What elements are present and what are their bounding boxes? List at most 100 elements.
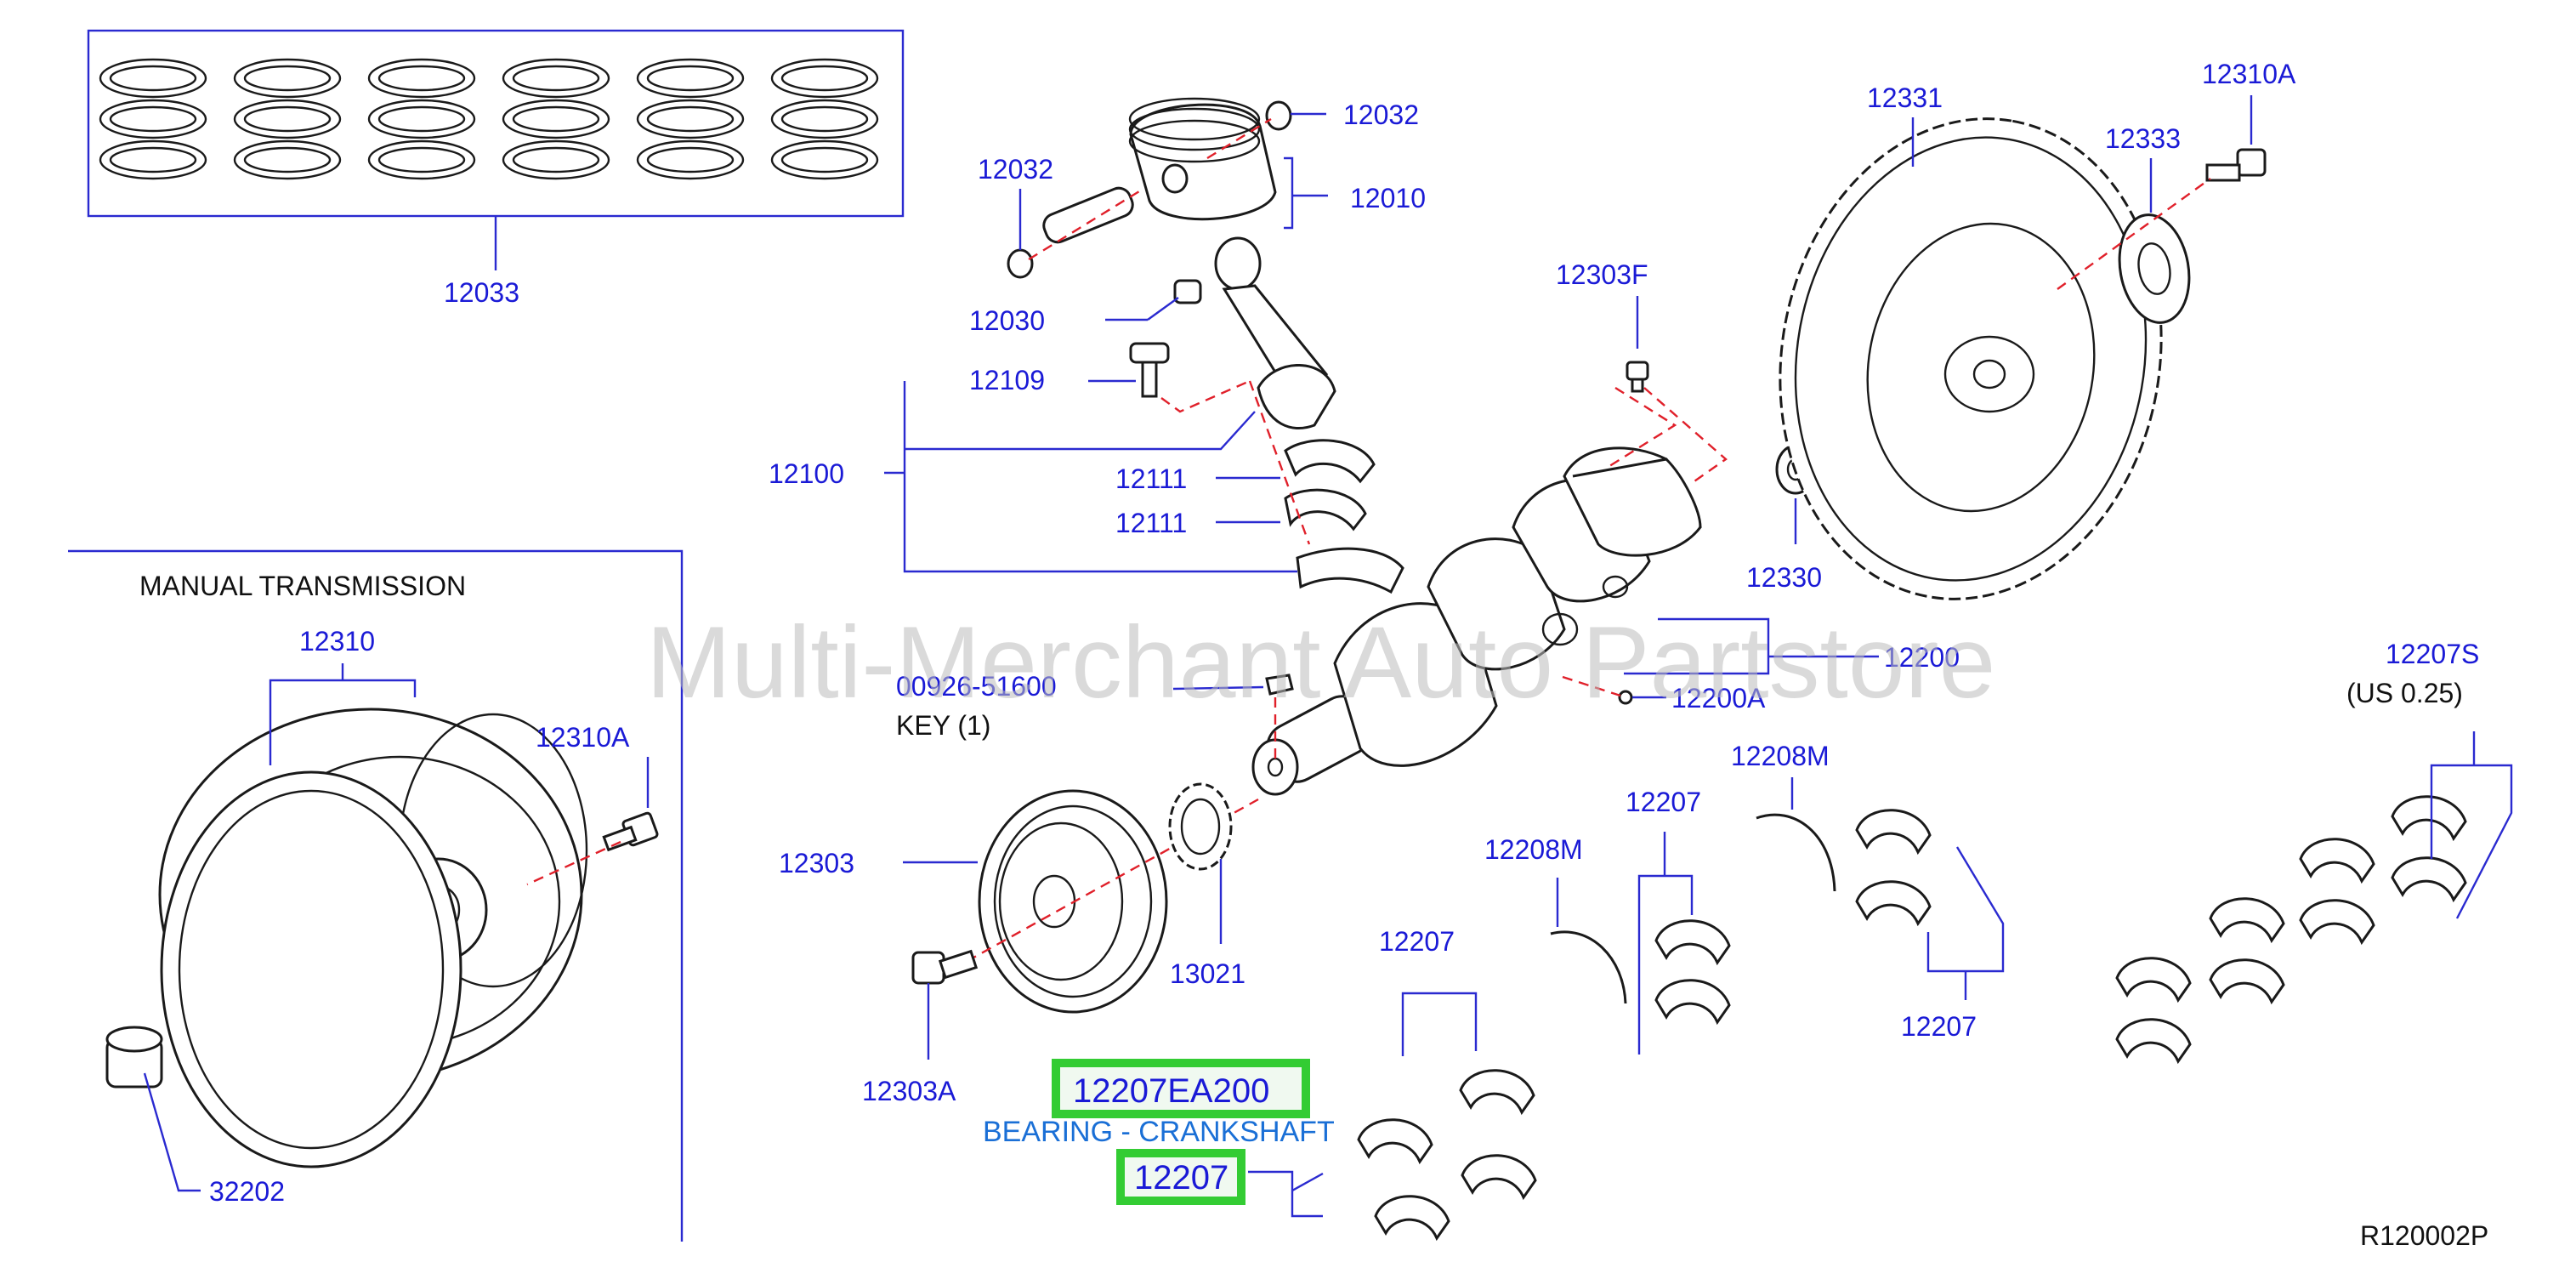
callout-pilot-bearing[interactable]: 32202	[209, 1176, 285, 1207]
crank-plug[interactable]	[1618, 690, 1633, 705]
piston-ring-inner	[646, 146, 735, 173]
pulley-bolt[interactable]	[911, 949, 979, 985]
callout-flywheel-bolt-manual[interactable]: 12310A	[536, 722, 630, 753]
callout-reinforcement[interactable]: 12333	[2105, 123, 2181, 154]
callout-main-bearing-c[interactable]: 12207	[1901, 1011, 1977, 1042]
callout-pilot-bushing[interactable]: 12330	[1746, 562, 1822, 593]
piston-ring	[367, 58, 476, 99]
piston-ring-inner	[109, 146, 197, 173]
callout-pulley[interactable]: 12303	[779, 848, 854, 878]
callout-snap-ring-top[interactable]: 12032	[1343, 99, 1419, 130]
main-bearing-shell[interactable]	[1461, 1154, 1537, 1201]
callout-pilot-bolt[interactable]: 12303F	[1556, 259, 1648, 290]
crank-sprocket[interactable]	[1168, 782, 1233, 871]
piston-ring	[99, 139, 207, 180]
crankshaft[interactable]	[1251, 446, 1702, 796]
rod-cap[interactable]	[1296, 547, 1404, 594]
piston-ring-inner	[109, 105, 197, 133]
callout-rod-bearing-2[interactable]: 12111	[1115, 508, 1187, 538]
callout-key-part[interactable]: 00926-51600	[896, 671, 1057, 702]
main-bearing-shell[interactable]	[1459, 1069, 1535, 1116]
flywheel-bolt-manual[interactable]	[602, 811, 659, 852]
main-bearing-shell[interactable]	[2391, 856, 2467, 903]
main-bearing-shell[interactable]	[1855, 809, 1932, 856]
piston-ring	[367, 99, 476, 139]
callout-snap-ring-left[interactable]: 12032	[978, 154, 1053, 185]
main-bearing-shell[interactable]	[2115, 957, 2192, 1003]
callout-thrust-mid[interactable]: 12208M	[1484, 834, 1583, 865]
main-bearing-shell[interactable]	[1654, 919, 1731, 966]
main-bearing-shell[interactable]	[2299, 838, 2375, 884]
main-bearing-shell[interactable]	[1855, 880, 1932, 927]
drive-plate[interactable]	[1743, 88, 2199, 629]
highlighted-part[interactable]: 12207EA200 BEARING - CRANKSHAFT 12207	[983, 1059, 1335, 1205]
piston-ring	[367, 139, 476, 180]
thrust-washer-mid[interactable]	[1550, 930, 1627, 1004]
callout-connecting-rod[interactable]: 12100	[769, 458, 844, 489]
main-bearing-shell[interactable]	[2391, 795, 2467, 842]
piston-ring	[502, 139, 610, 180]
callout-flywheel-bolt-auto[interactable]: 12310A	[2202, 59, 2296, 89]
manual-transmission-section: MANUAL TRANSMISSION 12310 12310A 322	[68, 549, 684, 1242]
callout-rod-bearing-1[interactable]: 12111	[1115, 463, 1187, 494]
undersize-note: (US 0.25)	[2346, 678, 2463, 708]
piston-ring-set[interactable]: 12033	[87, 29, 905, 308]
piston-ring	[770, 58, 879, 99]
piston-ring-inner	[646, 105, 735, 133]
piston-ring-inner	[109, 65, 197, 92]
piston-ring	[233, 58, 342, 99]
highlight-part-number[interactable]: 12207EA200	[1073, 1072, 1269, 1110]
piston-ring-inner	[512, 65, 600, 92]
connecting-rod[interactable]	[1129, 236, 1336, 429]
rod-bearing-upper[interactable]	[1284, 439, 1376, 484]
thrust-washer-top[interactable]	[1756, 813, 1836, 892]
main-bearing-shell[interactable]	[2115, 1018, 2192, 1065]
main-bearing-shell[interactable]	[1374, 1195, 1450, 1242]
callout-crankshaft[interactable]: 12200	[1884, 642, 1960, 673]
callout-main-bearing-a[interactable]: 12207	[1626, 787, 1701, 817]
highlight-ref[interactable]: 12207	[1134, 1159, 1228, 1197]
rod-bearing-lower[interactable]	[1284, 488, 1367, 532]
piston-ring-inner	[377, 146, 466, 173]
callout-crank-plug[interactable]: 12200A	[1671, 683, 1766, 713]
piston-ring	[636, 58, 745, 99]
callout-bearing-set-us[interactable]: 12207S	[2386, 639, 2479, 669]
diagram-code: R120002P	[2360, 1220, 2488, 1251]
highlight-description: BEARING - CRANKSHAFT	[983, 1116, 1335, 1148]
woodruff-key[interactable]	[1265, 674, 1294, 696]
callout-pin-bushing[interactable]: 12030	[969, 305, 1045, 336]
piston-ring-inner	[780, 146, 869, 173]
piston-ring-inner	[512, 105, 600, 133]
piston-ring-inner	[646, 65, 735, 92]
callout-sprocket[interactable]: 13021	[1170, 958, 1245, 989]
piston-ring	[233, 139, 342, 180]
piston-ring-inner	[780, 105, 869, 133]
piston-ring-inner	[512, 146, 600, 173]
callout-flywheel-auto[interactable]: 12331	[1867, 82, 1943, 113]
main-bearing-shell[interactable]	[2209, 897, 2285, 944]
callout-main-bearing-b[interactable]: 12207	[1379, 926, 1455, 957]
callout-rod-bolt[interactable]: 12109	[969, 365, 1045, 395]
reinforcement-plate[interactable]	[2111, 209, 2197, 328]
piston-ring-inner	[377, 65, 466, 92]
flywheel-manual[interactable]	[158, 708, 588, 1168]
piston-ring	[99, 58, 207, 99]
piston-ring-inner	[243, 65, 332, 92]
pilot-bolt[interactable]	[1626, 361, 1649, 393]
callout-pulley-bolt[interactable]: 12303A	[862, 1076, 956, 1106]
callout-flywheel-manual[interactable]: 12310	[299, 626, 375, 657]
callout-ring-set[interactable]: 12033	[444, 277, 519, 308]
callout-thrust-top[interactable]: 12208M	[1731, 741, 1830, 771]
main-bearing-shell[interactable]	[1654, 979, 1731, 1026]
flywheel-bolt-auto[interactable]	[2205, 148, 2267, 182]
main-bearing-shell[interactable]	[2299, 899, 2375, 946]
piston-ring	[770, 99, 879, 139]
main-bearing-shell[interactable]	[1357, 1118, 1433, 1165]
callout-piston[interactable]: 12010	[1350, 183, 1426, 213]
watermark: Multi-Merchant Auto Partstore	[646, 605, 1995, 719]
key-note: KEY (1)	[896, 710, 990, 741]
pilot-bearing[interactable]	[105, 1026, 163, 1089]
main-bearing-shell[interactable]	[2209, 958, 2285, 1005]
pin-bushing[interactable]	[1173, 279, 1202, 304]
